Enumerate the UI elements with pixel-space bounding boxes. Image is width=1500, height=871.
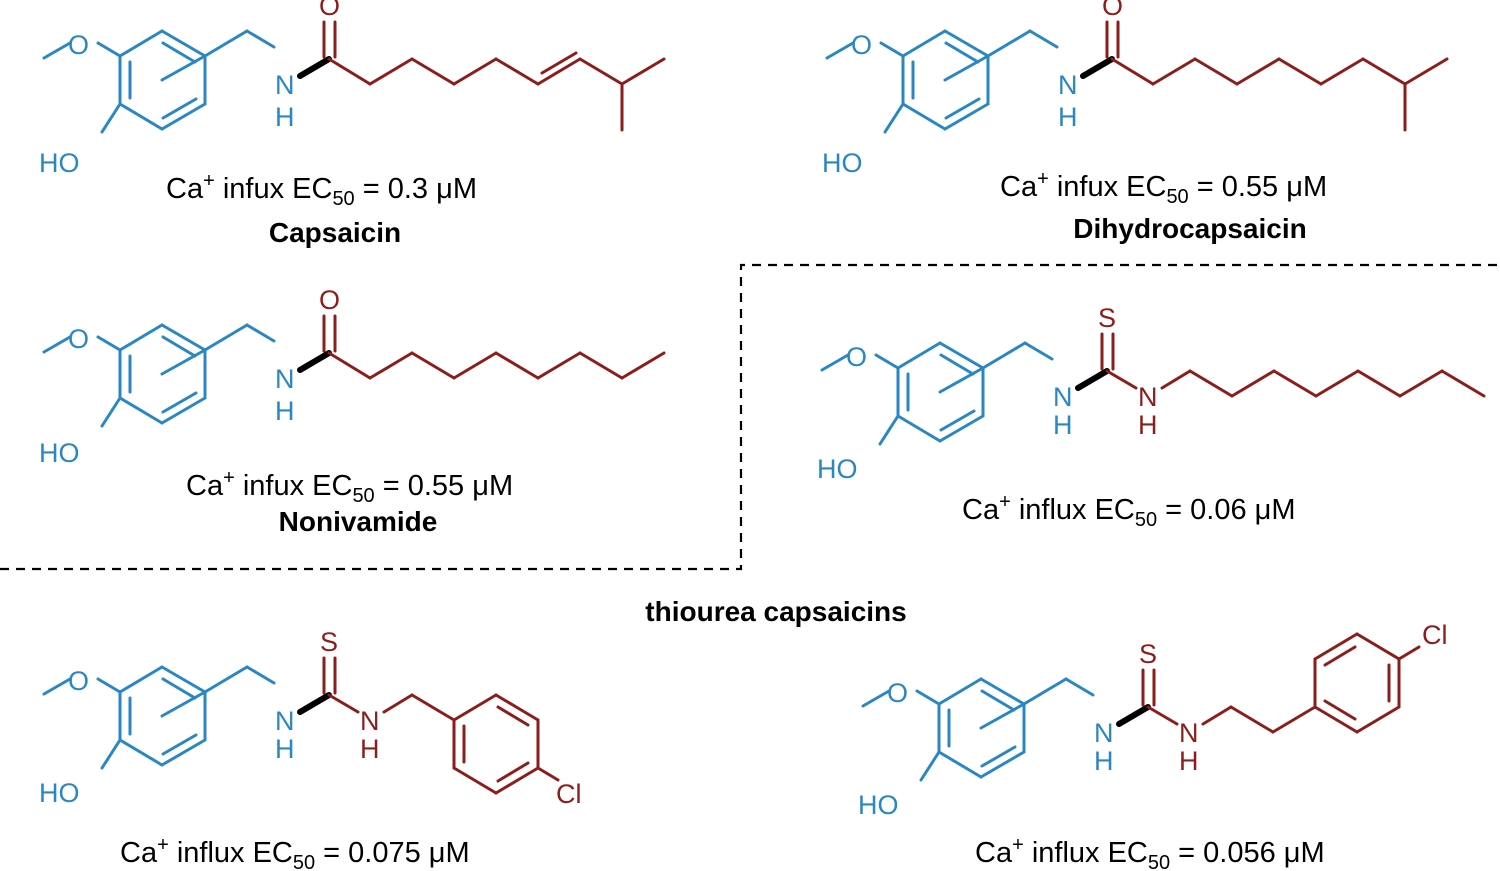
atom-n: N — [1058, 70, 1078, 100]
atom-n: N — [275, 70, 295, 100]
atom-h: H — [1138, 410, 1158, 440]
atom-n: N — [1179, 718, 1199, 748]
capsaicin-structure: O HO N H O — [39, 0, 666, 178]
atom-h: H — [275, 396, 295, 426]
name-dihydrocapsaicin: Dihydrocapsaicin — [1073, 213, 1306, 244]
caption-capsaicin: Ca+ infux EC50 = 0.3 μM — [166, 170, 477, 210]
thiourea-chlorophenethyl-structure: O HO N H S N H Cl — [858, 620, 1448, 820]
atom-cl: Cl — [556, 779, 582, 809]
atom-n: N — [1138, 382, 1158, 412]
atom-n: N — [275, 706, 295, 736]
atom-ho: HO — [817, 454, 858, 484]
thiourea-chlorobenzyl-structure: O HO N H S N H Cl — [39, 627, 582, 809]
atom-o: O — [68, 30, 89, 60]
atom-h: H — [360, 734, 380, 764]
caption-thiourea-chlorophenethyl: Ca+ influx EC50 = 0.056 μM — [975, 834, 1325, 871]
atom-ho: HO — [822, 148, 863, 178]
atom-o: O — [887, 678, 908, 708]
name-nonivamide: Nonivamide — [279, 506, 438, 537]
atom-n: N — [360, 706, 380, 736]
atom-o: O — [68, 666, 89, 696]
dashed-separator — [0, 263, 1500, 571]
atom-ho: HO — [858, 790, 899, 820]
nonivamide-structure: O HO N H O — [39, 285, 666, 468]
caption-thiourea-chlorobenzyl: Ca+ influx EC50 = 0.075 μM — [120, 834, 470, 871]
atom-o: O — [319, 0, 340, 21]
thiourea-octyl-structure: O HO N H S N H — [817, 303, 1486, 484]
atom-n: N — [275, 364, 295, 394]
atom-h: H — [1179, 746, 1199, 776]
atom-h: H — [1058, 102, 1078, 132]
atom-o: O — [851, 30, 872, 60]
atom-s: S — [1098, 303, 1116, 333]
atom-ho: HO — [39, 778, 80, 808]
atom-o: O — [1102, 0, 1123, 21]
atom-n: N — [1094, 718, 1114, 748]
atom-o: O — [846, 342, 867, 372]
atom-h: H — [1094, 746, 1114, 776]
atom-h: H — [275, 102, 295, 132]
atom-o: O — [319, 285, 340, 315]
atom-ho: HO — [39, 438, 80, 468]
atom-n: N — [1053, 382, 1073, 412]
atom-h: H — [275, 734, 295, 764]
caption-dihydrocapsaicin: Ca+ infux EC50 = 0.55 μM — [1000, 168, 1327, 208]
atom-h: H — [1053, 410, 1073, 440]
caption-thiourea-octyl: Ca+ influx EC50 = 0.06 μM — [962, 491, 1296, 531]
dihydrocapsaicin-structure: O HO N H O — [822, 0, 1449, 178]
atom-o: O — [68, 324, 89, 354]
caption-nonivamide: Ca+ infux EC50 = 0.55 μM — [186, 467, 513, 507]
group-label: thiourea capsaicins — [645, 596, 906, 627]
name-capsaicin: Capsaicin — [269, 217, 401, 248]
atom-ho: HO — [39, 148, 80, 178]
atom-s: S — [320, 627, 338, 657]
atom-s: S — [1139, 639, 1157, 669]
atom-cl: Cl — [1422, 620, 1448, 650]
